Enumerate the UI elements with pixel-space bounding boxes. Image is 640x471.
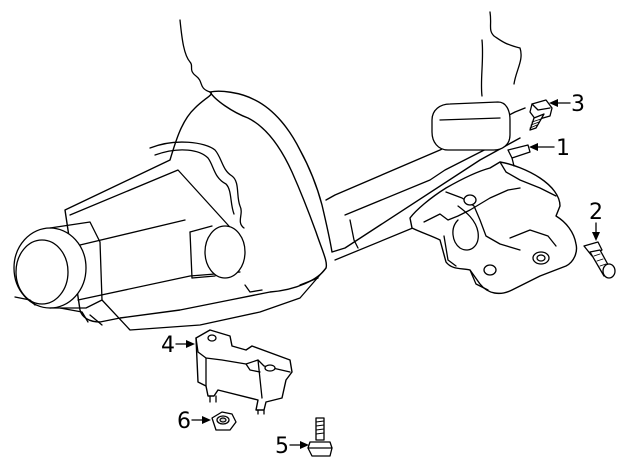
callout-6: 6 (177, 409, 211, 434)
callout-5-label: 5 (275, 434, 289, 459)
callout-2-label: 2 (589, 200, 603, 225)
transmission-mount-bracket (409, 144, 578, 295)
callout-2: 2 (589, 200, 603, 241)
transmission-mount (195, 329, 293, 415)
callout-1-label: 1 (556, 136, 570, 161)
callout-4-label: 4 (161, 333, 175, 358)
upper-bolt (529, 99, 553, 131)
callout-6-label: 6 (177, 409, 191, 434)
callout-3: 3 (549, 92, 585, 117)
callout-1: 1 (529, 136, 570, 161)
mount-bolt (307, 417, 333, 457)
callout-3-label: 3 (571, 92, 585, 117)
mount-nut (211, 411, 237, 431)
callout-4: 4 (161, 333, 195, 358)
bracket-bolt (583, 241, 616, 279)
callout-5: 5 (275, 434, 309, 459)
transmission-housing (13, 11, 526, 331)
